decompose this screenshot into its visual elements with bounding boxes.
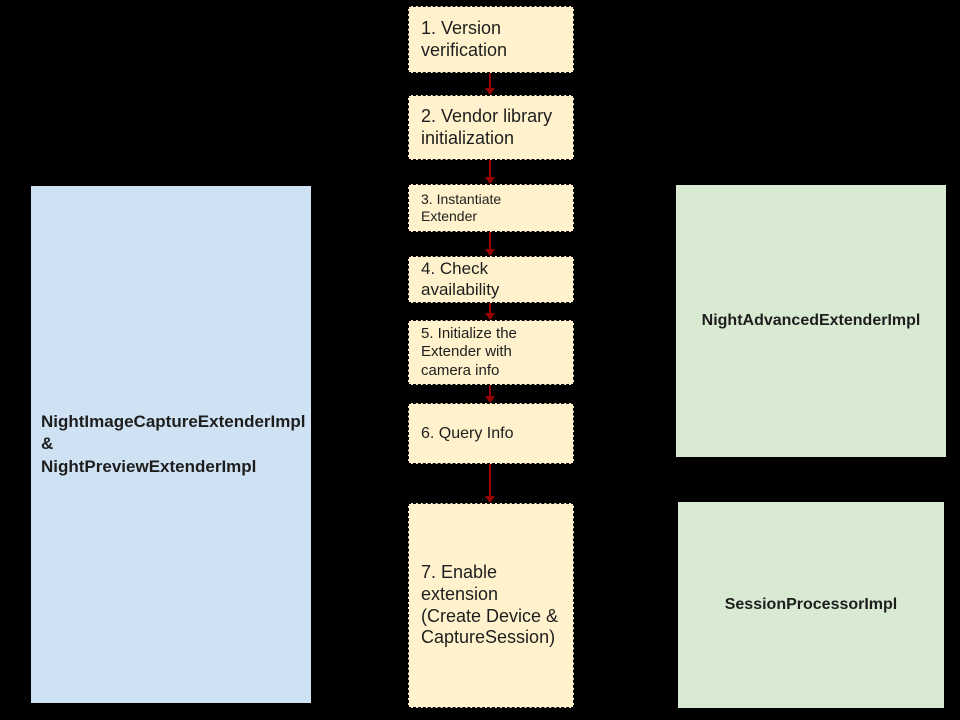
arrow-head-icon [485, 177, 495, 184]
flow-arrow-4-5 [485, 303, 495, 320]
left-impl-label-line: NightPreviewExtenderImpl [41, 456, 257, 476]
left-impl-label-line: NightImageCaptureExtenderImpl [41, 412, 306, 432]
arrow-shaft [489, 303, 491, 313]
arrow-head-icon [485, 396, 495, 403]
flow-arrow-3-4 [485, 232, 495, 256]
arrow-head-icon [485, 313, 495, 320]
flow-arrow-6-7 [485, 464, 495, 503]
left-impl-box: NightImageCaptureExtenderImpl & NightPre… [31, 186, 311, 703]
arrow-shaft [489, 232, 491, 249]
arrow-shaft [489, 73, 491, 88]
step-2-vendor-library-initialization: 2. Vendor library initialization [408, 95, 574, 160]
flow-arrow-1-2 [485, 73, 495, 95]
flow-arrow-5-6 [485, 385, 495, 403]
arrow-head-icon [485, 496, 495, 503]
right-impl-box-session-processor: SessionProcessorImpl [678, 502, 944, 708]
arrow-shaft [489, 464, 491, 496]
arrow-head-icon [485, 249, 495, 256]
step-3-instantiate-extender: 3. Instantiate Extender [408, 184, 574, 232]
arrow-head-icon [485, 88, 495, 95]
arrow-shaft [489, 160, 491, 177]
arrow-shaft [489, 385, 491, 396]
left-impl-label-line: & [41, 434, 54, 454]
step-6-query-info: 6. Query Info [408, 403, 574, 464]
step-1-version-verification: 1. Version verification [408, 6, 574, 73]
right-impl-box-night-advanced: NightAdvancedExtenderImpl [676, 185, 946, 457]
step-7-enable-extension: 7. Enable extension (Create Device & Cap… [408, 503, 574, 708]
step-4-check-availability: 4. Check availability [408, 256, 574, 303]
flow-arrow-2-3 [485, 160, 495, 184]
step-5-initialize-extender: 5. Initialize the Extender with camera i… [408, 320, 574, 385]
